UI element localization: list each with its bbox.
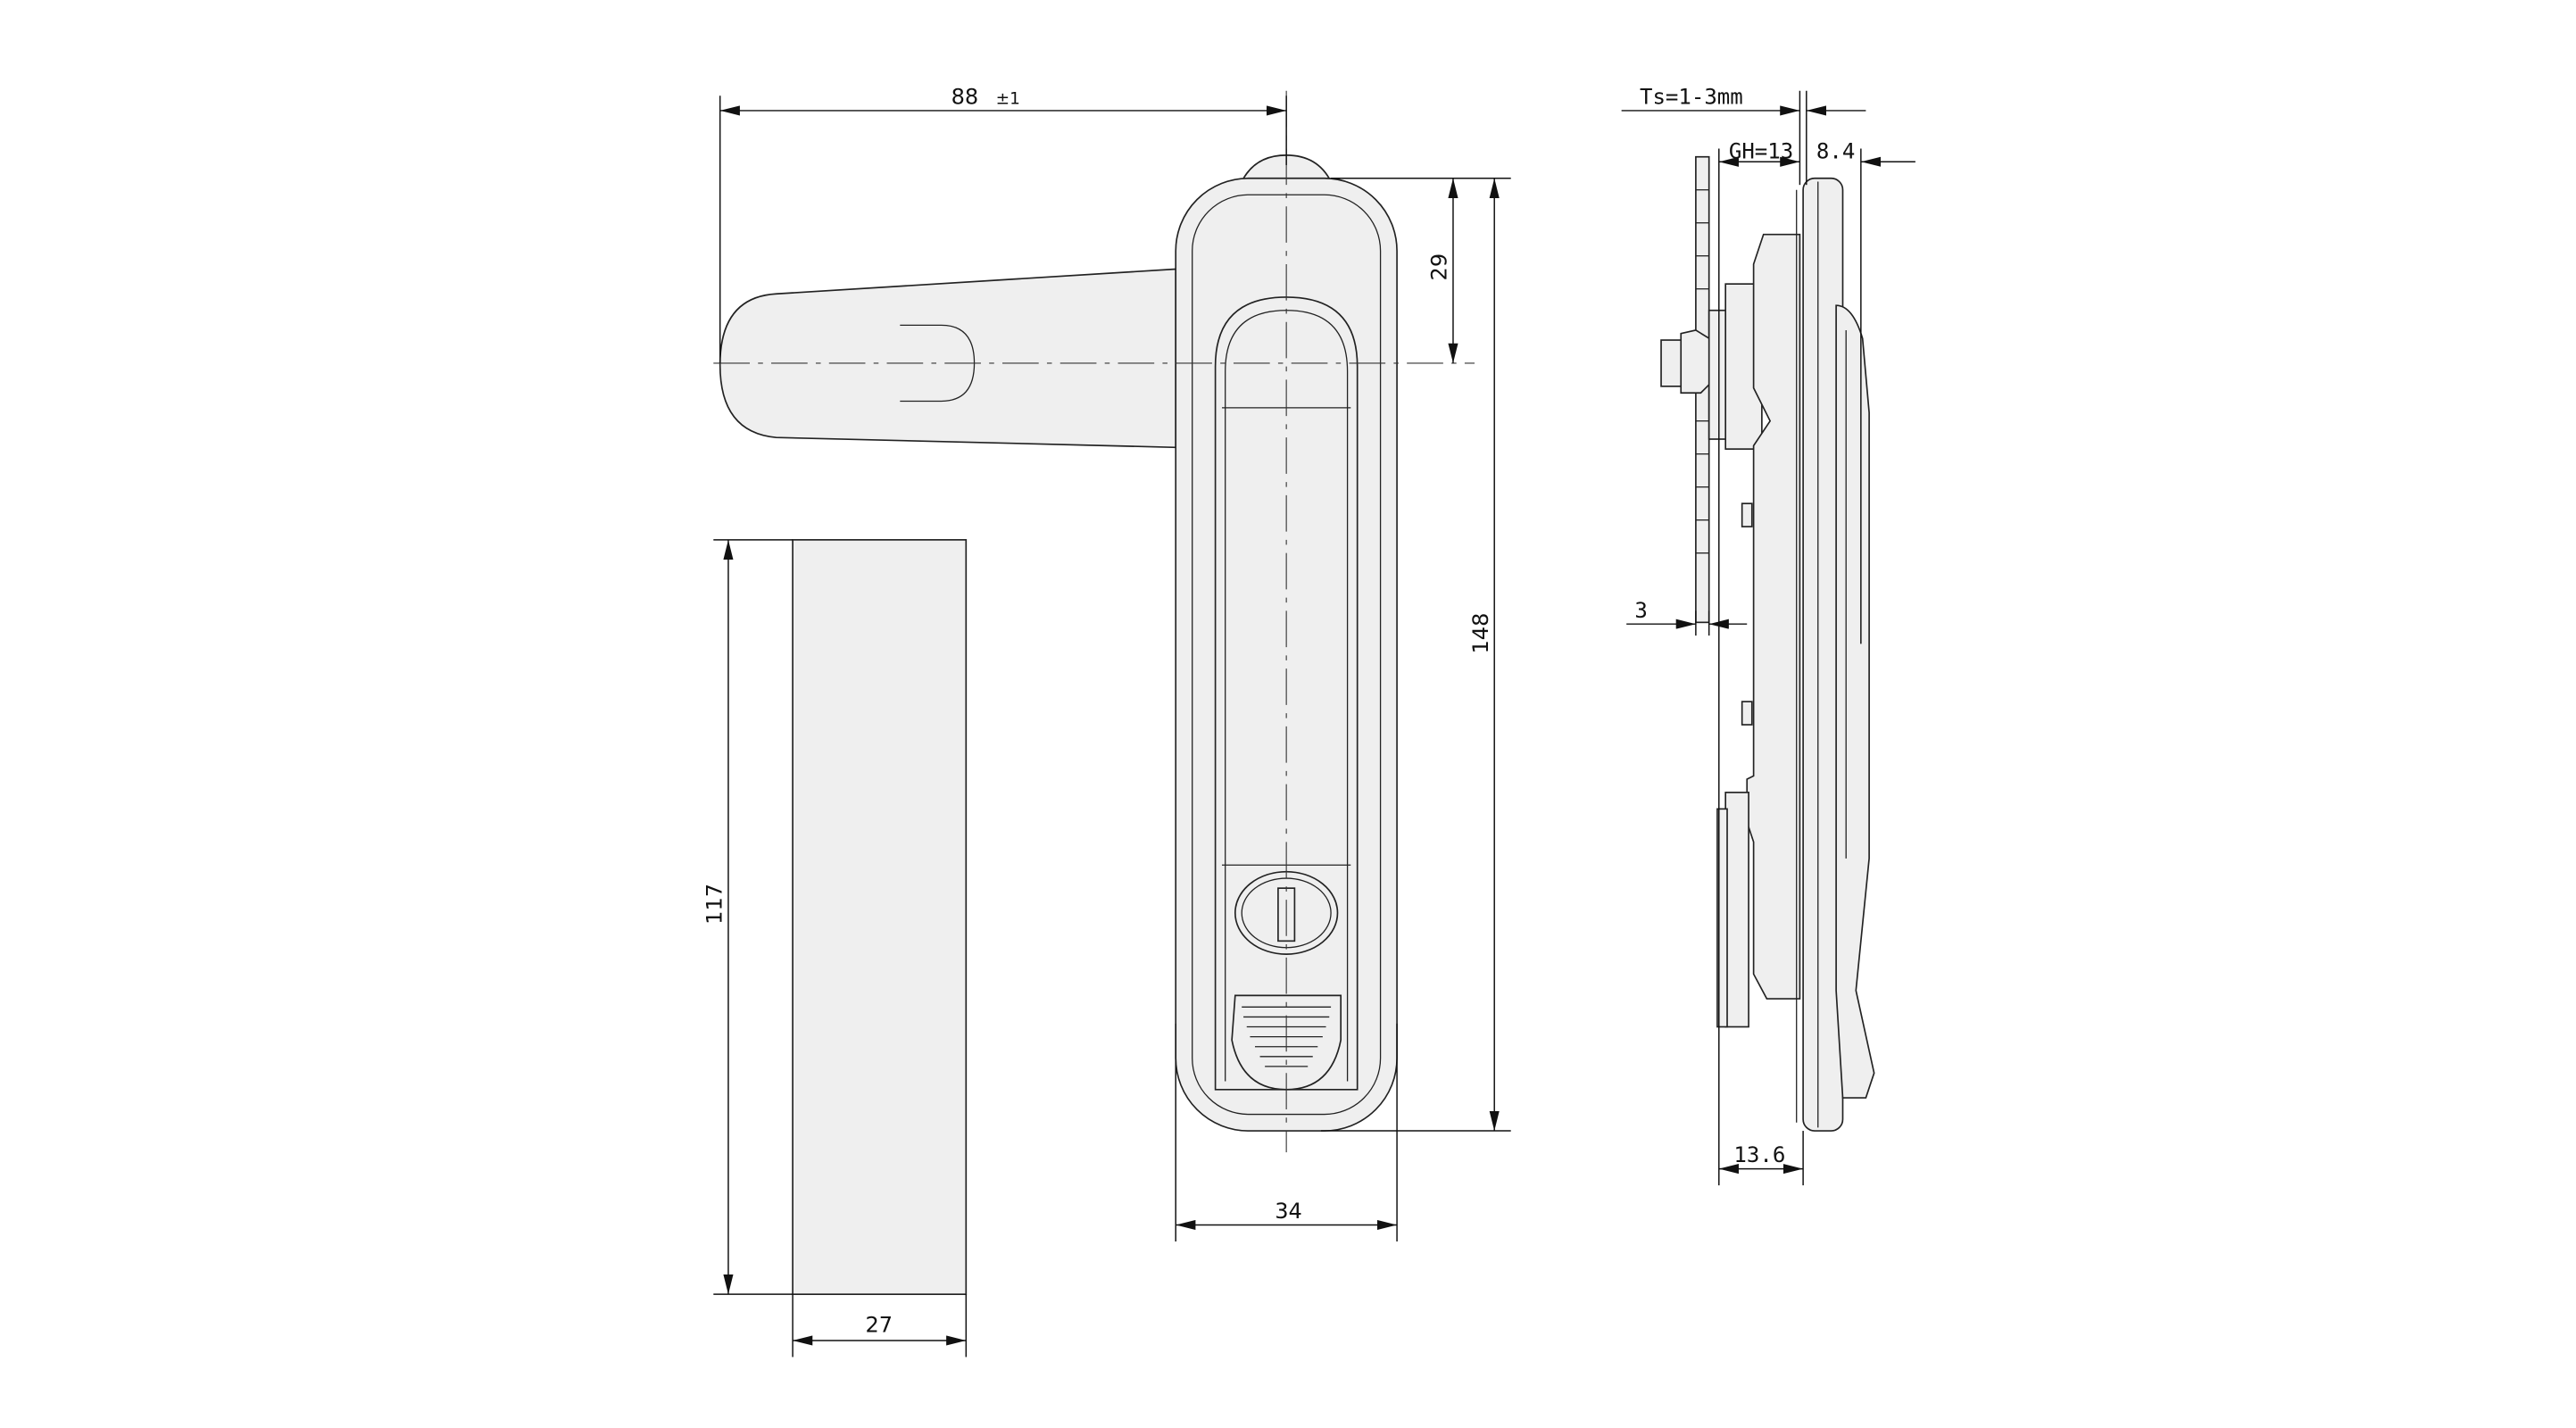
dimension-gh: GH=13 bbox=[1718, 139, 1800, 1186]
dimension-3: 3 bbox=[1626, 598, 1748, 636]
dim-34-label: 34 bbox=[1275, 1199, 1302, 1224]
cam-stud-1 bbox=[1741, 502, 1753, 527]
cam-stud-2 bbox=[1741, 701, 1753, 726]
plate-segments bbox=[1695, 189, 1709, 554]
dim-ts-label: Ts=1-3mm bbox=[1640, 85, 1743, 110]
dimension-29: 29 bbox=[1331, 178, 1511, 363]
dim-29-label: 29 bbox=[1427, 253, 1452, 281]
cam-plate bbox=[1746, 233, 1801, 1000]
dimension-34: 34 bbox=[1175, 1023, 1398, 1241]
lower-washer bbox=[1716, 808, 1728, 1028]
cutout-view: 117 27 bbox=[702, 539, 968, 1357]
dim-27-label: 27 bbox=[865, 1313, 893, 1338]
dimension-88: 88 ±1 bbox=[719, 85, 1287, 363]
dim-13-6-label: 13.6 bbox=[1733, 1142, 1785, 1167]
dim-88-label: 88 bbox=[951, 85, 979, 110]
panel-cutout bbox=[792, 539, 968, 1296]
dim-gh-label: GH=13 bbox=[1729, 139, 1793, 164]
side-view bbox=[1660, 155, 1875, 1132]
dimension-148: 148 bbox=[1320, 178, 1511, 1132]
handle-side bbox=[1835, 304, 1875, 1099]
dim-88-tolerance: ±1 bbox=[996, 90, 1020, 109]
dim-148-label: 148 bbox=[1468, 613, 1493, 654]
dimension-13-6: 13.6 bbox=[1718, 1131, 1804, 1186]
dim-3-label: 3 bbox=[1634, 598, 1647, 623]
dimension-ts: Ts=1-3mm bbox=[1621, 85, 1866, 186]
front-view bbox=[713, 90, 1475, 1153]
dim-117-label: 117 bbox=[702, 884, 727, 925]
dimension-8-4: 8.4 bbox=[1816, 139, 1915, 644]
handle-lever bbox=[719, 268, 1177, 449]
dim-8-4-label: 8.4 bbox=[1816, 139, 1855, 164]
lower-block bbox=[1724, 792, 1749, 1028]
